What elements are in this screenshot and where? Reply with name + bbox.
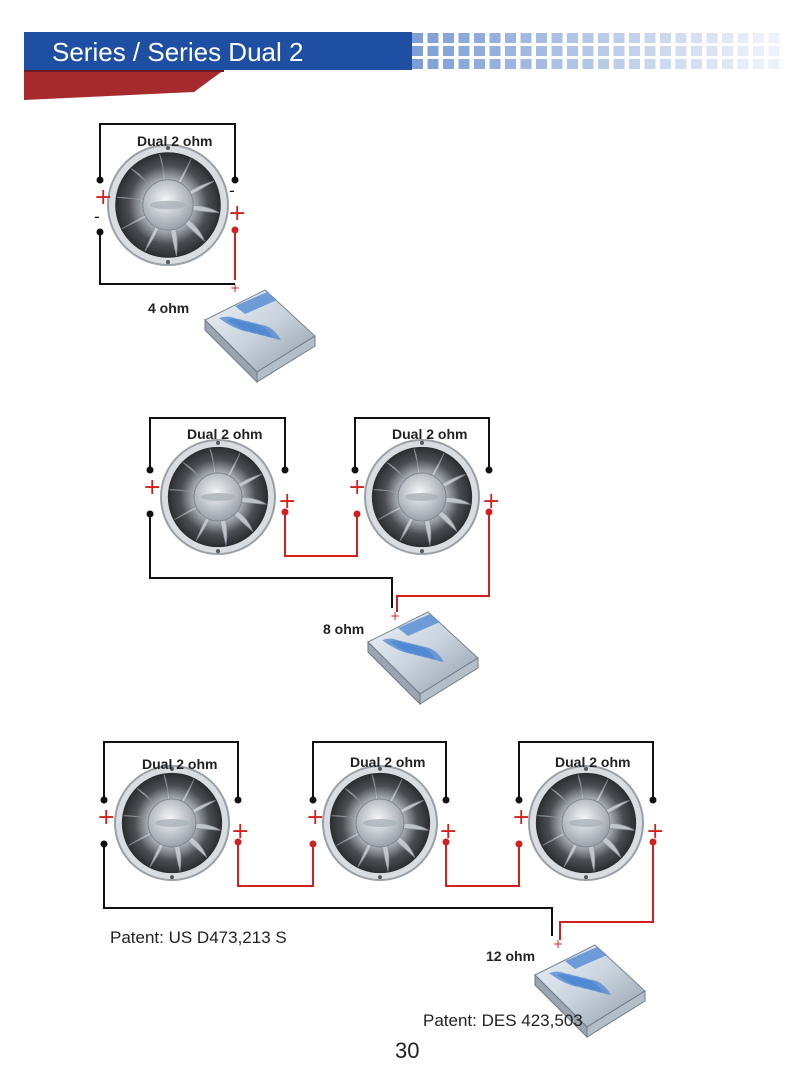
impedance-label: 8 ohm xyxy=(323,621,365,637)
amplifier-2 xyxy=(367,611,479,706)
svg-text:-: - xyxy=(94,207,100,226)
speaker-label: Dual 2 ohm xyxy=(555,754,631,770)
subwoofer-2 xyxy=(364,439,480,555)
svg-text:+: + xyxy=(439,819,457,844)
diagram-1-negative-wire xyxy=(99,123,236,285)
diagram-1: + + + - - xyxy=(94,123,316,384)
speaker-label: Dual 2 ohm xyxy=(187,426,263,442)
amplifier-3 xyxy=(534,944,646,1039)
svg-text:+: + xyxy=(230,281,240,295)
svg-text:+: + xyxy=(94,185,112,210)
diagram-2-positive-wire xyxy=(284,512,490,612)
diagram-2-negative-wire xyxy=(149,417,490,608)
speaker-label: Dual 2 ohm xyxy=(137,133,213,149)
diagram-2: + + + + + xyxy=(143,417,500,706)
svg-text:+: + xyxy=(553,937,563,951)
diagram-2-terminals: + + + + + xyxy=(143,466,500,623)
speaker-label: Dual 2 ohm xyxy=(142,756,218,772)
svg-text:+: + xyxy=(231,819,249,844)
diagram-3-positive-wire xyxy=(237,842,654,940)
impedance-label: 4 ohm xyxy=(148,300,190,316)
header-bar xyxy=(24,32,412,70)
page-title: Series / Series Dual 2 xyxy=(52,37,304,67)
header-grid-decoration xyxy=(412,33,780,69)
subwoofer-2 xyxy=(322,765,438,881)
impedance-label: 12 ohm xyxy=(486,948,536,964)
diagram-3-terminals: + + + + + + + xyxy=(97,796,664,951)
patent-note: Patent: DES 423,503 xyxy=(423,1011,583,1030)
svg-text:+: + xyxy=(278,489,296,514)
header-red-stripe xyxy=(24,70,224,100)
svg-text:+: + xyxy=(306,805,324,830)
subwoofer-1 xyxy=(107,144,229,266)
diagram-3-negative-wire xyxy=(103,741,654,936)
svg-text:+: + xyxy=(512,805,530,830)
svg-text:+: + xyxy=(646,819,664,844)
subwoofer-1 xyxy=(160,439,276,555)
page-number: 30 xyxy=(395,1038,420,1063)
subwoofer-1 xyxy=(114,765,230,881)
svg-text:+: + xyxy=(228,201,246,226)
amplifier-1 xyxy=(204,289,316,384)
svg-text:+: + xyxy=(97,805,115,830)
svg-text:+: + xyxy=(143,475,161,500)
speaker-label: Dual 2 ohm xyxy=(392,426,468,442)
diagram-1-terminals: + + + - - xyxy=(94,176,246,295)
subwoofer-3 xyxy=(528,765,644,881)
diagram-3: + + + + + + + xyxy=(97,741,664,1039)
svg-text:+: + xyxy=(348,475,366,500)
svg-text:-: - xyxy=(229,181,235,200)
svg-text:+: + xyxy=(390,609,400,623)
patent-note: Patent: US D473,213 S xyxy=(110,928,287,947)
svg-text:+: + xyxy=(482,489,500,514)
speaker-label: Dual 2 ohm xyxy=(350,754,426,770)
